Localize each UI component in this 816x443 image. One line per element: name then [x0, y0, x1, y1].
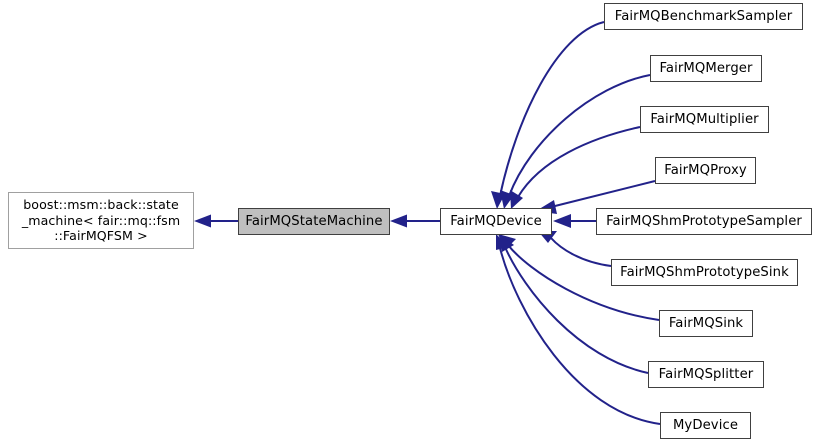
node-label: FairMQMerger [659, 61, 753, 76]
edge-benchmarksampler-to-device [491, 21, 605, 209]
node-fairmq-sink[interactable]: FairMQSink [659, 310, 753, 337]
node-label: FairMQShmPrototypeSink [620, 265, 789, 280]
node-fairmq-proxy[interactable]: FairMQProxy [655, 157, 756, 184]
node-fairmq-multiplier[interactable]: FairMQMultiplier [640, 106, 769, 133]
node-label: FairMQDevice [450, 214, 542, 229]
node-fairmq-state-machine[interactable]: FairMQStateMachine [238, 208, 390, 235]
node-fairmq-benchmark-sampler[interactable]: FairMQBenchmarkSampler [604, 3, 803, 30]
node-label: boost::msm::back::state _machine< fair::… [21, 197, 181, 244]
node-label: FairMQStateMachine [245, 214, 383, 229]
node-boost-state-machine[interactable]: boost::msm::back::state _machine< fair::… [8, 192, 194, 249]
node-fairmq-device[interactable]: FairMQDevice [440, 208, 552, 235]
edge-shmprototypesink-to-device [538, 231, 612, 267]
node-label: FairMQShmPrototypeSampler [606, 214, 802, 229]
node-label: FairMQMultiplier [650, 112, 759, 127]
node-fairmq-shm-prototype-sampler[interactable]: FairMQShmPrototypeSampler [596, 208, 812, 235]
node-label: FairMQSink [668, 316, 744, 331]
node-label: FairMQProxy [664, 163, 747, 178]
edge-device-to-statemachine [390, 214, 440, 228]
node-label: FairMQSplitter [658, 367, 754, 382]
node-fairmq-merger[interactable]: FairMQMerger [650, 55, 762, 82]
edge-merger-to-device [500, 74, 651, 209]
edge-multiplier-to-device [510, 126, 641, 209]
node-label: FairMQBenchmarkSampler [614, 9, 793, 24]
node-fairmq-shm-prototype-sink[interactable]: FairMQShmPrototypeSink [611, 259, 798, 286]
edge-shmprototypesampler-to-device [553, 214, 596, 228]
node-fairmq-splitter[interactable]: FairMQSplitter [648, 361, 764, 388]
node-my-device[interactable]: MyDevice [660, 412, 751, 439]
edge-splitter-to-device [499, 234, 649, 374]
node-label: MyDevice [672, 418, 739, 433]
edge-statemachine-to-boost [194, 214, 238, 228]
